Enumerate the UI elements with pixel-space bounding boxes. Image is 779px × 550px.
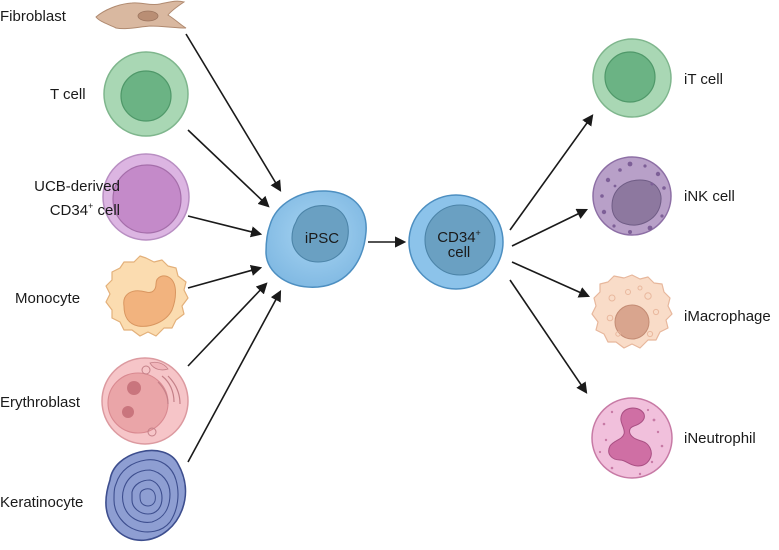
label-erythroblast: Erythroblast bbox=[0, 394, 81, 411]
label-fibroblast: Fibroblast bbox=[0, 8, 66, 25]
it-cell bbox=[592, 38, 672, 118]
monocyte-cell bbox=[105, 255, 189, 337]
label-ucb-tail: cell bbox=[93, 202, 120, 219]
t-cell bbox=[103, 51, 189, 137]
ink-cell bbox=[592, 156, 672, 236]
arrow-erythroblast-to-ipsc bbox=[187, 282, 268, 367]
label-ucb-cd34: CD34 bbox=[49, 202, 89, 219]
label-keratinocyte: Keratinocyte bbox=[0, 494, 84, 511]
label-ink-cell: iNK cell bbox=[684, 188, 735, 205]
arrow-cd34-to-inkcell bbox=[511, 208, 589, 247]
arrow-ucb-to-ipsc bbox=[187, 215, 263, 238]
label-cd34-line2: cell bbox=[447, 244, 471, 261]
arrow-keratinocyte-to-ipsc bbox=[187, 290, 282, 463]
cd34-cell bbox=[408, 194, 504, 290]
erythroblast-cell bbox=[101, 357, 189, 445]
arrow-cd34-to-itcell bbox=[509, 114, 594, 231]
label-ucb-sup: + bbox=[88, 201, 94, 211]
label-monocyte: Monocyte bbox=[15, 290, 81, 307]
label-cd34-line1: CD34+ bbox=[428, 224, 490, 247]
label-cd34-main: CD34 bbox=[437, 229, 476, 246]
arrow-fibroblast-to-ipsc bbox=[185, 33, 282, 192]
arrow-monocyte-to-ipsc bbox=[187, 265, 263, 289]
ipsc-cell bbox=[265, 190, 367, 288]
label-ineutrophil: iNeutrophil bbox=[684, 430, 756, 447]
label-ucb-line1: UCB-derived bbox=[34, 178, 120, 195]
label-t-cell: T cell bbox=[50, 86, 86, 103]
label-ucb-line2: CD34+ cell bbox=[0, 197, 120, 220]
fibroblast-cell bbox=[95, 0, 187, 30]
arrow-tcell-to-ipsc bbox=[187, 129, 270, 208]
arrow-cd34-to-ineutrophil bbox=[509, 279, 588, 394]
ucb-cd34-cell bbox=[102, 153, 190, 241]
keratinocyte-cell bbox=[105, 449, 187, 541]
label-ipsc: iPSC bbox=[304, 230, 340, 247]
arrow-cd34-to-imacrophage bbox=[511, 261, 591, 298]
label-imacrophage: iMacrophage bbox=[684, 308, 771, 325]
arrows-to-ipsc bbox=[185, 33, 594, 463]
label-cd34-sup: + bbox=[475, 228, 481, 238]
imacrophage-cell bbox=[591, 274, 673, 349]
ineutrophil-cell bbox=[591, 397, 673, 479]
label-it-cell: iT cell bbox=[684, 71, 723, 88]
